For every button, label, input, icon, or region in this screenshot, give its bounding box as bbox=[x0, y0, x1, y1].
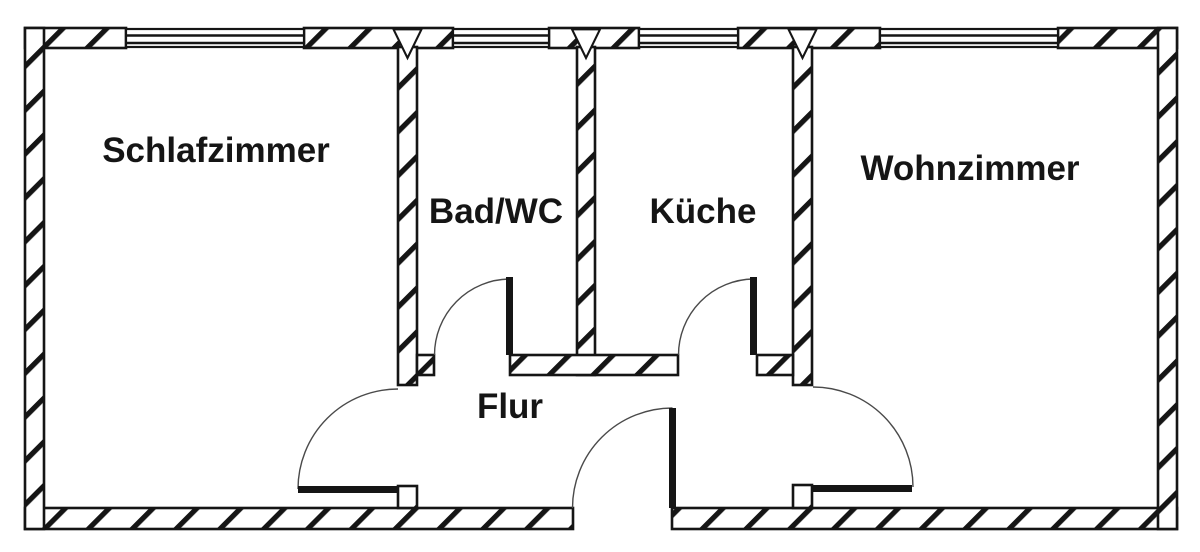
doors bbox=[297, 277, 914, 509]
door-kueche bbox=[677, 277, 757, 356]
wall-bad-kueche bbox=[575, 45, 597, 377]
outer-walls bbox=[23, 26, 1179, 531]
wall-bad-flur-segment bbox=[415, 353, 436, 377]
junction-notch bbox=[570, 28, 602, 61]
door-leaf bbox=[750, 277, 757, 355]
window-bad-wc bbox=[451, 27, 551, 49]
door-swing-arc bbox=[812, 386, 914, 488]
room-label-kueche: Küche bbox=[650, 192, 757, 231]
door-swing-arc bbox=[433, 278, 510, 356]
wall-schlafzimmer-flur bbox=[396, 45, 419, 387]
wall-stub-schlafzimmer bbox=[396, 484, 419, 510]
window-schlafzimmer bbox=[124, 27, 306, 49]
door-leaf bbox=[298, 486, 397, 493]
room-label-bad-wc: Bad/WC bbox=[429, 192, 563, 231]
wall-stub-wohnzimmer bbox=[791, 483, 814, 510]
door-swing-arc bbox=[571, 407, 673, 509]
door-entrance bbox=[571, 407, 676, 509]
junction-notch bbox=[391, 28, 424, 61]
wall-bottom-segment bbox=[23, 506, 575, 531]
room-label-schlafzimmer: Schlafzimmer bbox=[102, 131, 330, 170]
wall-bad-kueche-flur-segment bbox=[508, 353, 680, 377]
room-label-flur: Flur bbox=[477, 387, 543, 426]
door-swing-arc bbox=[677, 278, 754, 356]
door-wohnzimmer bbox=[812, 386, 914, 492]
wall-top-segment bbox=[302, 26, 455, 50]
door-leaf bbox=[669, 408, 676, 508]
interior-walls bbox=[396, 45, 814, 510]
door-leaf bbox=[813, 485, 912, 492]
windows bbox=[124, 27, 1060, 49]
wall-kueche-flur-segment bbox=[755, 353, 795, 377]
door-leaf bbox=[506, 277, 513, 355]
window-wohnzimmer bbox=[878, 27, 1060, 49]
window-kueche bbox=[637, 27, 740, 49]
door-bad-wc bbox=[433, 277, 513, 356]
junction-notch bbox=[786, 28, 819, 61]
room-label-wohnzimmer: Wohnzimmer bbox=[860, 149, 1079, 188]
wall-junction-notches bbox=[391, 28, 819, 61]
door-swing-arc bbox=[297, 388, 399, 490]
door-schlafzimmer bbox=[297, 388, 399, 493]
wall-left bbox=[23, 26, 46, 531]
wall-kueche-wohnzimmer bbox=[791, 45, 814, 387]
wall-bottom-segment bbox=[670, 506, 1179, 531]
room-labels: Schlafzimmer Bad/WC Küche Wohnzimmer Flu… bbox=[102, 131, 1080, 426]
wall-right bbox=[1156, 26, 1179, 531]
